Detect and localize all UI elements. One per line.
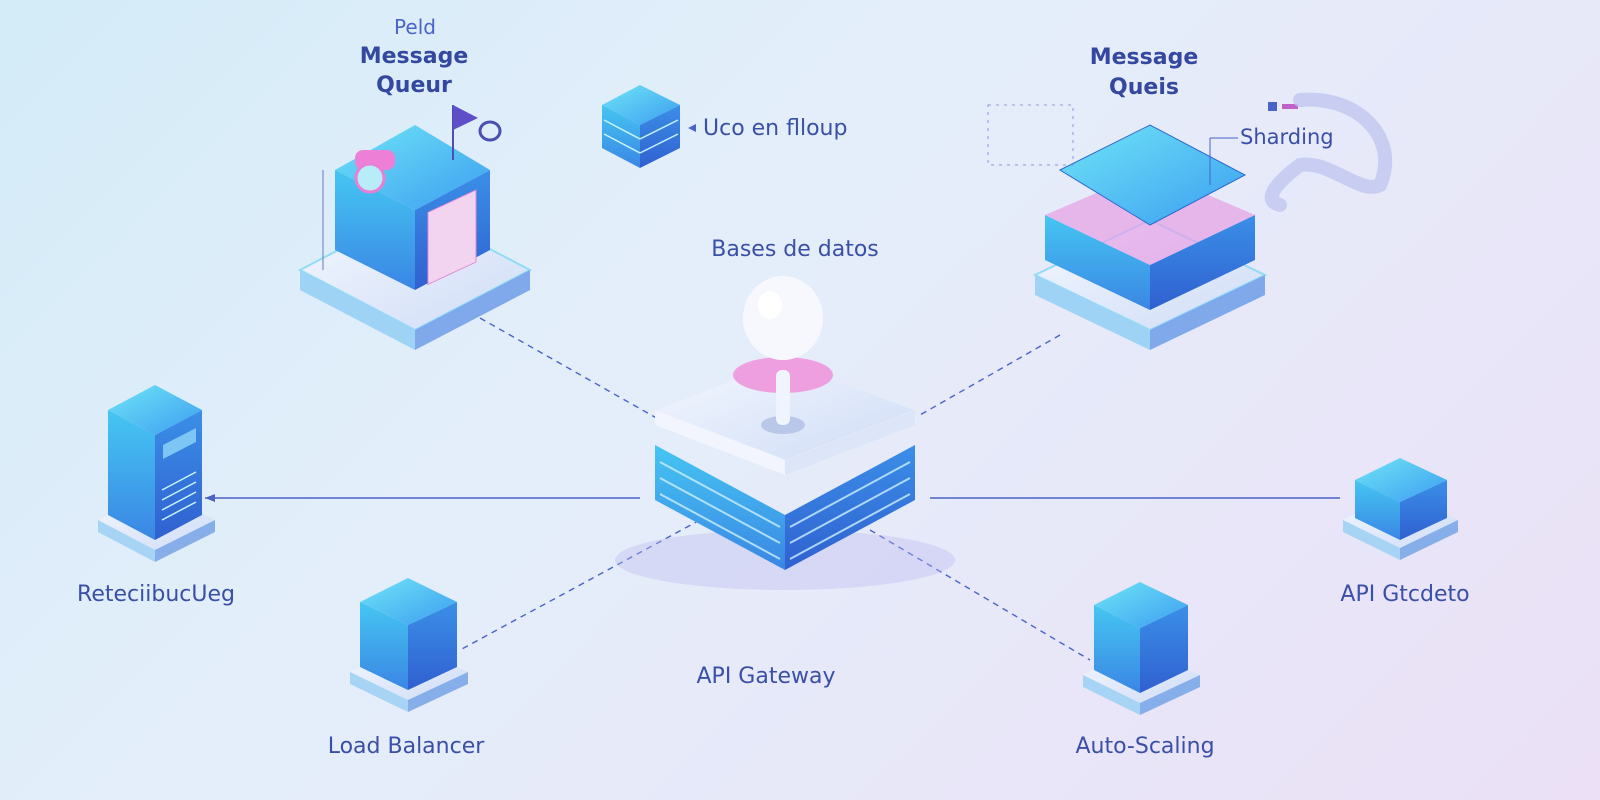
ribbon-decoration	[1264, 92, 1393, 212]
label-message-queue-right-2: Queis	[1109, 75, 1179, 100]
auto-scaling-node[interactable]	[1083, 582, 1200, 715]
central-database-node[interactable]	[615, 276, 955, 590]
cube-node-right[interactable]	[1343, 458, 1458, 560]
gauge-icon	[354, 162, 386, 194]
label-api-gateway: API Gateway	[696, 664, 836, 689]
label-load-balancer: Load Balancer	[327, 734, 485, 759]
label-sharding: Sharding	[1240, 125, 1334, 149]
arrow-left-icon	[205, 494, 215, 502]
label-top-left-small: Peld	[394, 15, 436, 39]
connector-top-right	[919, 334, 1061, 416]
small-cube-node-top[interactable]	[602, 85, 696, 168]
flag-icon	[453, 105, 478, 130]
arrow-left-icon	[688, 124, 696, 132]
label-message-queue-left-2: Queur	[376, 73, 452, 98]
server-node-left[interactable]	[98, 385, 215, 562]
connector-bottom-right	[869, 529, 1091, 661]
message-queue-node-left[interactable]	[297, 105, 533, 350]
label-message-queue-left-1: Message	[359, 44, 469, 69]
label-message-queue-right-1: Message	[1089, 45, 1199, 70]
label-center-database: Bases de datos	[711, 237, 879, 262]
label-top-center: Uco en flloup	[703, 116, 848, 141]
lightbulb-icon	[743, 276, 823, 360]
connector-top-left	[479, 317, 661, 421]
connector-bottom-left	[459, 519, 701, 651]
label-auto-scaling: Auto-Scaling	[1075, 734, 1215, 759]
load-balancer-node[interactable]	[350, 578, 468, 712]
label-left-node: ReteciibucUeg	[77, 582, 235, 607]
connectors	[205, 317, 1340, 661]
label-right-node: API Gtcdeto	[1340, 582, 1470, 607]
message-queue-node-right[interactable]	[987, 92, 1393, 350]
